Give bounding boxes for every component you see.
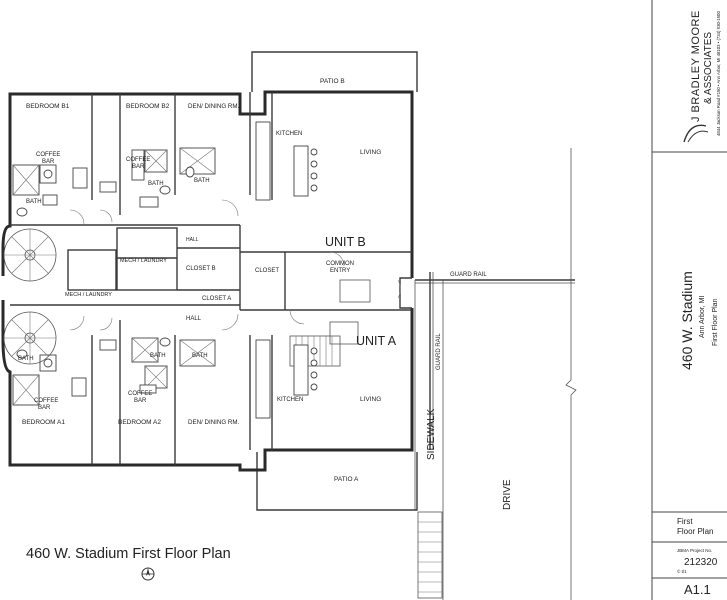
patio-b: [251, 51, 418, 92]
building-walls: [1, 90, 414, 472]
firm-logo-icon: [683, 124, 709, 143]
sheet-title-line1: First: [677, 517, 693, 526]
bath-fixtures-lower: [12, 337, 216, 406]
sidewalk-label: SIDEWALK: [426, 408, 437, 460]
coffee-bar-4-label-bar: BAR: [134, 398, 147, 404]
closet-b-label: CLOSET B: [186, 266, 216, 272]
coffee-bar-2-label-bar: BAR: [132, 164, 145, 170]
bath-a3-label: BATH: [192, 353, 208, 359]
bedroom-b1-label: BEDROOM B1: [26, 103, 70, 110]
common-entry-label: COMMON: [326, 261, 354, 267]
den-dining-b-label: DEN/ DINING RM.: [188, 103, 240, 110]
bedroom-a2-label: BEDROOM A2: [118, 419, 161, 426]
closet-label: CLOSET: [255, 268, 279, 274]
unit-a-label: UNIT A: [356, 334, 397, 348]
common-entry-label-2: ENTRY: [330, 268, 350, 274]
project-city: Ann Arbor, MI: [699, 296, 706, 338]
coffee-bar-4-label: COFFEE: [128, 391, 152, 397]
living-a-label: LIVING: [360, 396, 381, 403]
north-arrow-icon: [141, 567, 155, 581]
bath-fixtures-upper: [12, 147, 216, 217]
bedroom-a1-label: BEDROOM A1: [22, 419, 65, 426]
den-dining-a-label: DEN/ DINING RM.: [188, 419, 240, 426]
hall-upper-label: HALL: [186, 237, 199, 243]
project-title: 460 W. Stadium: [679, 271, 695, 370]
bath-b3-label: BATH: [194, 178, 210, 184]
bath-b2-label: BATH: [148, 181, 164, 187]
coffee-bar-3-label-bar: BAR: [38, 405, 51, 411]
kitchen-b-label: KITCHEN: [276, 131, 302, 137]
mech-laundry-upper-label: MECH / LAUNDRY: [120, 258, 167, 264]
spiral-stair-lower: [3, 311, 57, 365]
coffee-bar-3-label: COFFEE: [34, 398, 58, 404]
project-number-label: JBMA Project No.: [677, 548, 712, 553]
patio-a-label: PATIO A: [334, 476, 359, 483]
bath-b1-label: BATH: [26, 199, 42, 205]
kitchen-b-cabinets: [255, 121, 318, 201]
project-sheet: First Floor Plan: [712, 298, 719, 346]
title-block: J BRADLEY MOORE & ASSOCIATES 4844 Jackso…: [651, 0, 727, 600]
door-swings: [69, 199, 401, 331]
patio-b-label: PATIO B: [320, 78, 345, 85]
firm-address: 4844 Jackson Road #150 • Ann Arbor, MI 4…: [716, 11, 721, 136]
coffee-bar-1-label-bar: BAR: [42, 159, 55, 165]
patio-a: [256, 452, 418, 511]
sheet-title-line2: Floor Plan: [677, 527, 713, 536]
kitchen-a-cabinets: [255, 339, 318, 419]
unit-b-label: UNIT B: [325, 235, 366, 249]
bath-a2-label: BATH: [150, 353, 166, 359]
kitchen-a-label: KITCHEN: [277, 397, 303, 403]
project-number: 212320: [684, 557, 718, 568]
drawing-title: 460 W. Stadium First Floor Plan: [26, 546, 231, 562]
guard-rail-label-side: GUARD RAIL: [436, 333, 442, 370]
living-b-label: LIVING: [360, 149, 381, 156]
drive-label: DRIVE: [502, 479, 513, 510]
sheet-number: A1.1: [684, 582, 711, 597]
coffee-bar-1-label: COFFEE: [36, 152, 60, 158]
mech-laundry-lower-label: MECH / LAUNDRY: [65, 292, 112, 298]
guard-rail-label-top: GUARD RAIL: [450, 272, 487, 278]
firm-name-line2: & ASSOCIATES: [703, 32, 714, 104]
bath-a1-label: BATH: [18, 356, 34, 362]
bedroom-b2-label: BEDROOM B2: [126, 103, 170, 110]
scale-note: © t/1: [677, 568, 687, 574]
hall-lower-label: HALL: [186, 316, 202, 322]
closet-a-label: CLOSET A: [202, 296, 231, 302]
site-elements: [414, 148, 577, 600]
firm-name-line1: J BRADLEY MOORE: [690, 10, 702, 122]
spiral-stair-upper: [3, 228, 57, 282]
coffee-bar-2-label: COFFEE: [126, 157, 150, 163]
